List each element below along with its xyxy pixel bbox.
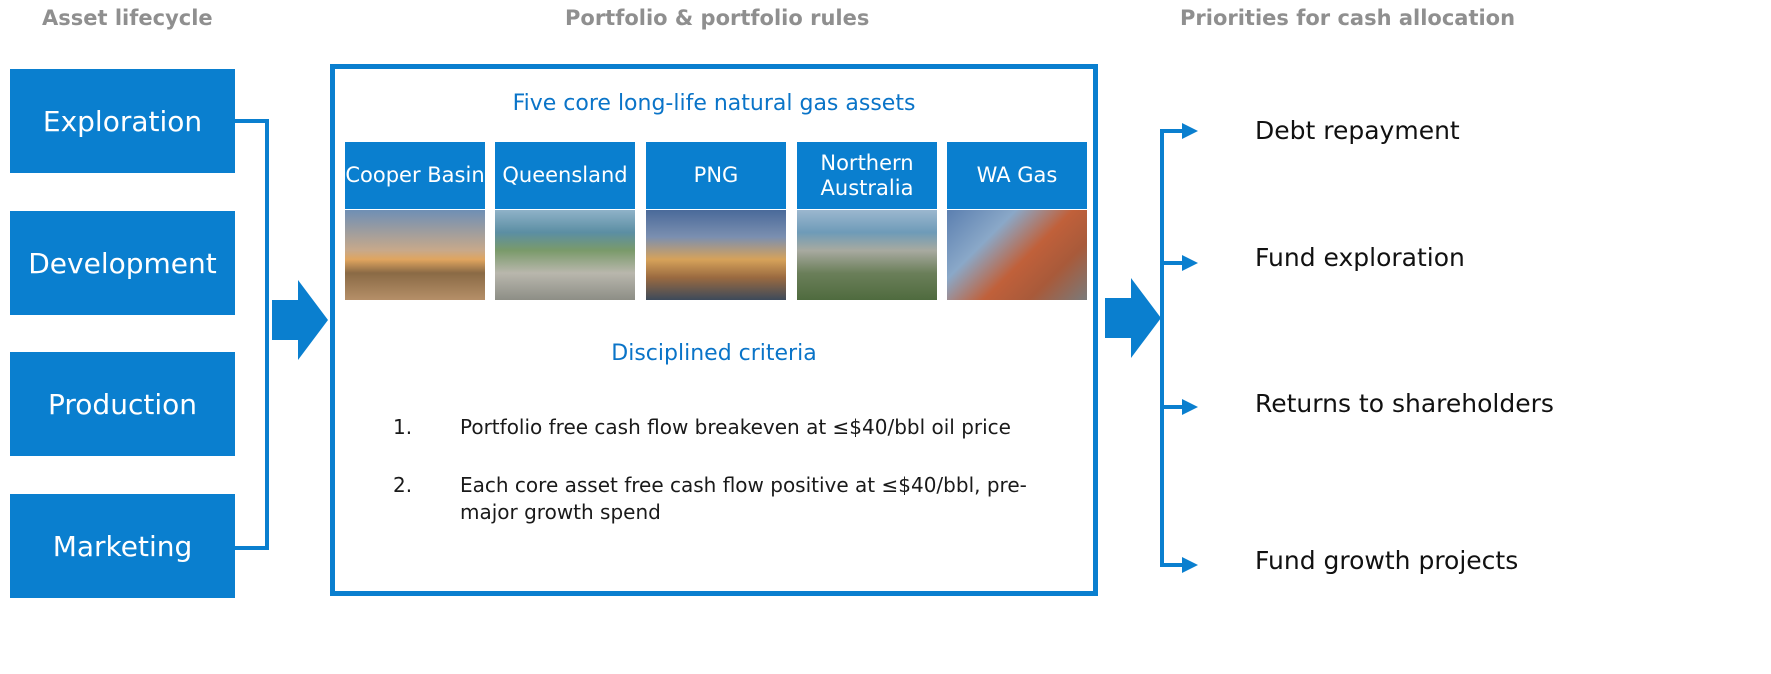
asset-cooper-basin: Cooper Basin xyxy=(345,142,485,300)
asset-label: Cooper Basin xyxy=(345,142,485,209)
header-portfolio-rules: Portfolio & portfolio rules xyxy=(565,6,870,30)
priority-fund-exploration: Fund exploration xyxy=(1255,243,1465,272)
northern-australia-photo xyxy=(797,210,937,300)
header-asset-lifecycle: Asset lifecycle xyxy=(42,6,213,30)
arrow-right-icon xyxy=(1160,255,1198,271)
stage-marketing: Marketing xyxy=(10,494,235,598)
criterion-text: Each core asset free cash flow positive … xyxy=(460,473,1027,524)
asset-png: PNG xyxy=(646,142,786,300)
asset-queensland: Queensland xyxy=(495,142,635,300)
stage-exploration: Exploration xyxy=(10,69,235,173)
flow-arrow-right-icon xyxy=(1105,278,1161,358)
asset-label: Northern Australia xyxy=(797,142,937,209)
criteria-title: Disciplined criteria xyxy=(611,341,817,366)
asset-label: PNG xyxy=(646,142,786,209)
priority-debt-repayment: Debt repayment xyxy=(1255,116,1460,145)
portfolio-panel: Five core long-life natural gas assets C… xyxy=(330,64,1098,596)
flow-arrow-right-icon xyxy=(272,280,328,360)
lifecycle-bracket-line xyxy=(265,119,269,550)
stage-development: Development xyxy=(10,211,235,315)
asset-wa-gas: WA Gas xyxy=(947,142,1087,300)
assets-title: Five core long-life natural gas assets xyxy=(512,91,916,116)
arrow-right-icon xyxy=(1160,557,1198,573)
lifecycle-bracket-stub-4 xyxy=(235,546,269,550)
queensland-photo xyxy=(495,210,635,300)
asset-northern-australia: Northern Australia xyxy=(797,142,937,300)
arrow-right-icon xyxy=(1160,399,1198,415)
header-cash-allocation: Priorities for cash allocation xyxy=(1180,6,1516,30)
priorities-bracket-line xyxy=(1160,129,1164,566)
wa-gas-photo xyxy=(947,210,1087,300)
priority-returns-to-shareholders: Returns to shareholders xyxy=(1255,389,1554,418)
criterion-number: 1. xyxy=(393,415,413,439)
criterion-number: 2. xyxy=(393,473,413,497)
asset-label: Queensland xyxy=(495,142,635,209)
arrow-right-icon xyxy=(1160,123,1198,139)
priority-fund-growth-projects: Fund growth projects xyxy=(1255,546,1519,575)
cooper-basin-photo xyxy=(345,210,485,300)
asset-label: WA Gas xyxy=(947,142,1087,209)
png-photo xyxy=(646,210,786,300)
lifecycle-bracket-stub-1 xyxy=(235,119,269,123)
criterion-text: Portfolio free cash flow breakeven at ≤$… xyxy=(460,415,1011,439)
stage-production: Production xyxy=(10,352,235,456)
